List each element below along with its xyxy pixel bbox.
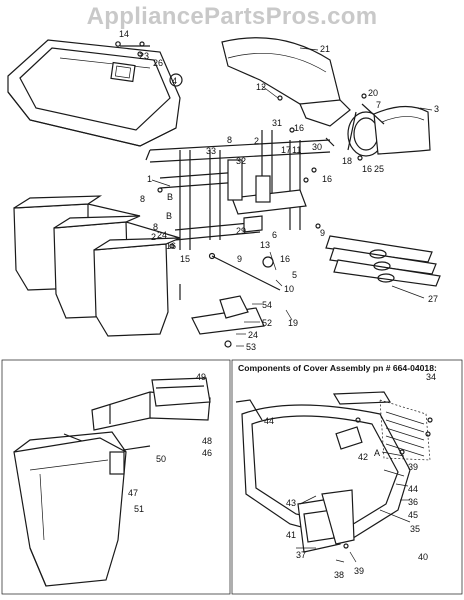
callout-39-b: 39 [354,566,364,576]
callout-45: 45 [408,510,418,520]
bag-frame-assembly-drawing [13,377,211,587]
callout-17: 17 [281,145,291,155]
callout-9-b: 9 [237,254,242,264]
callout-42: 42 [358,452,368,462]
callout-31: 31 [272,118,282,128]
callout-2-b: 2 [151,232,156,242]
callout-15: 15 [180,254,190,264]
callout-44-a: 44 [264,416,274,426]
callout-7: 7 [376,100,381,110]
callout-13: 13 [260,240,270,250]
deflector-drawing [179,252,281,348]
callout-5: 5 [292,270,297,280]
callout-2-a: 2 [254,136,259,146]
bags-drawing [13,195,181,337]
callout-labels: 14 23 26 4 21 12 20 7 3 31 16 8 2 33 17 … [119,29,439,580]
callout-44-b: 44 [408,484,418,494]
callout-43: 43 [286,498,296,508]
callout-51: 51 [134,504,144,514]
callout-38: 38 [334,570,344,580]
callout-35: 35 [410,524,420,534]
callout-24-a: 24 [157,230,167,240]
callout-52: 52 [262,318,272,328]
callout-40: 40 [418,552,428,562]
callout-26: 26 [153,58,163,68]
callout-25: 25 [374,164,384,174]
blades-drawing [325,235,441,287]
callout-8-c: 8 [153,222,158,232]
callout-3: 3 [434,104,439,114]
fastener-dots [115,41,385,249]
cover-components-panel-frame [231,359,463,595]
callout-12: 12 [256,82,266,92]
frame-drawing [145,130,335,250]
cover-components-title: Components of Cover Assembly pn # 664-04… [238,363,437,373]
watermark-text: AppliancePartsPros.com [86,3,378,30]
callout-4: 4 [172,76,177,86]
label-b-1: B [167,192,173,202]
callout-50: 50 [156,454,166,464]
cover-components-drawing [235,391,433,563]
callout-29: 29 [236,226,246,236]
callout-9-a: 9 [320,228,325,238]
callout-48: 48 [202,436,212,446]
callout-24-b: 24 [248,330,258,340]
callout-23: 23 [139,51,149,61]
callout-16-e: 16 [280,254,290,264]
callout-53: 53 [246,342,256,352]
callout-6: 6 [272,230,277,240]
label-b-2: B [166,211,172,221]
callout-46: 46 [202,448,212,458]
callout-54: 54 [262,300,272,310]
elbow-drawing [347,105,431,157]
callout-36: 36 [408,497,418,507]
callout-16-c: 16 [322,174,332,184]
callout-18: 18 [342,156,352,166]
callout-16-a: 16 [294,123,304,133]
callout-16-b: 16 [362,164,372,174]
callout-10: 10 [284,284,294,294]
label-a: A [374,448,380,458]
callout-1: 1 [147,174,152,184]
callout-11: 11 [292,145,301,155]
callout-47: 47 [128,488,138,498]
callout-21: 21 [320,44,330,54]
callout-16-d: 16 [166,241,176,251]
callout-41: 41 [286,530,296,540]
callout-14: 14 [119,29,129,39]
callout-30: 30 [312,142,322,152]
callout-20: 20 [368,88,378,98]
callout-33: 33 [206,146,216,156]
leader-lines [151,47,433,347]
callout-8-b: 8 [140,194,145,204]
callout-49: 49 [196,372,206,382]
callout-32: 32 [236,156,246,166]
callout-8-a: 8 [227,135,232,145]
callout-19: 19 [288,318,298,328]
chute-drawing [221,37,351,127]
cover-assembly-drawing [7,39,183,147]
callout-27: 27 [428,294,438,304]
callout-37: 37 [296,550,306,560]
callout-39-a: 39 [408,462,418,472]
callout-34: 34 [426,372,436,382]
bag-assembly-panel-frame [1,359,231,595]
